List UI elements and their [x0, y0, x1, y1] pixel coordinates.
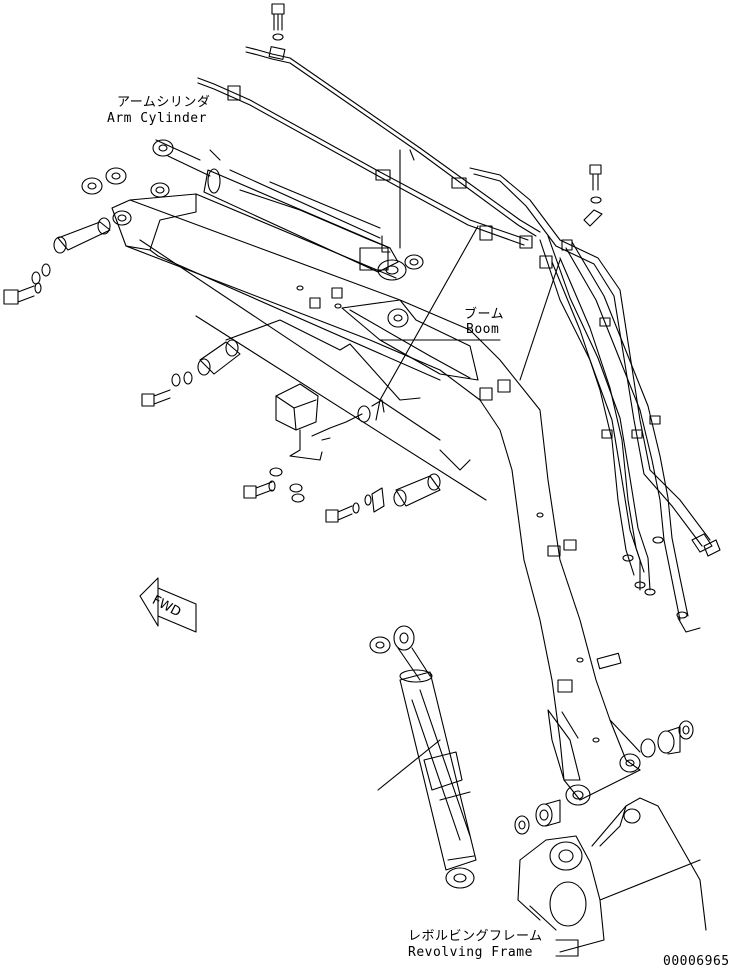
hydraulic-pipes [197, 46, 721, 633]
revolving-frame-label-jp: レボルビングフレーム [408, 929, 543, 944]
top-bolt [271, 3, 285, 41]
foot-bushings [514, 720, 694, 835]
fwd-arrow-icon [139, 577, 197, 633]
arm-cylinder-label-en: Arm Cylinder [107, 111, 207, 126]
work-lamp [275, 383, 385, 461]
arm-cylinder-label-jp: アームシリンダ [117, 95, 211, 110]
boom-structure [111, 182, 641, 806]
boom-cylinder [369, 625, 477, 889]
foot-pin-parts [141, 339, 441, 523]
boom-label-jp: ブーム [464, 307, 505, 322]
arm-pin-parts [3, 167, 127, 305]
right-top-bolt [583, 164, 603, 227]
drawing-number: 00006965 [663, 954, 730, 969]
revolving-frame [517, 797, 707, 957]
leader-lines [139, 149, 561, 791]
boom-label-en: Boom [466, 322, 500, 337]
revolving-frame-label-en: Revolving Frame [408, 945, 533, 960]
arm-cylinder-drawing [152, 139, 424, 281]
